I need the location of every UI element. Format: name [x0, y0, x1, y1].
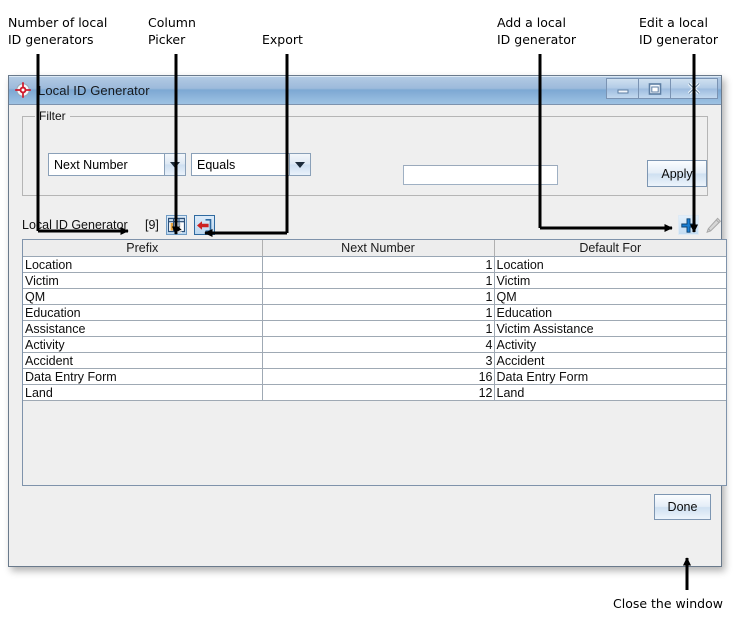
cell-next-number[interactable]: 3 — [262, 352, 495, 369]
cell-default-for[interactable]: Education — [494, 304, 726, 321]
cell-prefix[interactable]: Land — [23, 384, 263, 401]
dialog-client-area: Filter Next Number Equals Apply Local ID… — [9, 105, 727, 566]
filter-field-value: Next Number — [49, 154, 164, 175]
cell-prefix[interactable]: Location — [23, 256, 263, 273]
list-toolbar: Local ID Generator [9] — [22, 215, 722, 237]
annotation-label-add: Add a local ID generator — [497, 15, 577, 47]
cell-default-for[interactable]: Victim Assistance — [494, 320, 726, 337]
cell-default-for[interactable]: Victim — [494, 272, 726, 289]
cell-default-for[interactable]: Data Entry Form — [494, 368, 726, 385]
cell-prefix[interactable]: Activity — [23, 336, 263, 353]
cell-next-number[interactable]: 1 — [262, 304, 495, 321]
annotation-label-count: Number of local ID generators — [8, 15, 108, 47]
window-title-bar[interactable]: Local ID Generator — [9, 76, 721, 105]
column-header-next-number[interactable]: Next Number — [262, 240, 495, 257]
edit-generator-button[interactable] — [703, 215, 724, 235]
filter-legend: Filter — [35, 109, 70, 123]
cell-default-for[interactable]: Activity — [494, 336, 726, 353]
annotation-label-close: Close the window — [613, 596, 723, 611]
minimize-button[interactable] — [606, 78, 639, 99]
target-crosshair-icon — [14, 81, 32, 99]
export-arrow-icon — [197, 218, 212, 232]
cell-default-for[interactable]: Location — [494, 256, 726, 273]
window-title: Local ID Generator — [38, 82, 150, 98]
cell-default-for[interactable]: QM — [494, 288, 726, 305]
toolbar-title: Local ID Generator — [22, 218, 128, 232]
cell-next-number[interactable]: 16 — [262, 368, 495, 385]
chevron-down-icon[interactable] — [289, 154, 310, 175]
table-header-row: Prefix Next Number Default For — [23, 240, 726, 257]
filter-operator-select[interactable]: Equals — [191, 153, 311, 176]
cell-prefix[interactable]: Data Entry Form — [23, 368, 263, 385]
plus-icon — [681, 217, 696, 233]
cell-prefix[interactable]: Victim — [23, 272, 263, 289]
chevron-down-icon[interactable] — [164, 154, 185, 175]
cell-next-number[interactable]: 1 — [262, 256, 495, 273]
filter-value-input[interactable] — [403, 165, 558, 185]
minimize-icon — [617, 89, 628, 93]
column-picker-icon — [168, 217, 185, 233]
column-picker-button[interactable] — [166, 215, 187, 235]
column-header-prefix[interactable]: Prefix — [23, 240, 263, 257]
close-button[interactable] — [670, 78, 718, 99]
cell-default-for[interactable]: Land — [494, 384, 726, 401]
generator-count-badge: [9] — [145, 218, 159, 232]
maximize-button[interactable] — [638, 78, 671, 99]
cell-prefix[interactable]: QM — [23, 288, 263, 305]
cell-next-number[interactable]: 12 — [262, 384, 495, 401]
cell-next-number[interactable]: 1 — [262, 272, 495, 289]
annotation-label-column-picker: Column Picker — [148, 15, 196, 47]
cell-prefix[interactable]: Education — [23, 304, 263, 321]
maximize-icon — [648, 82, 661, 95]
cell-default-for[interactable]: Accident — [494, 352, 726, 369]
cell-prefix[interactable]: Accident — [23, 352, 263, 369]
cell-prefix[interactable]: Assistance — [23, 320, 263, 337]
add-generator-button[interactable] — [678, 215, 699, 235]
apply-button[interactable]: Apply — [647, 160, 707, 187]
filter-field-select[interactable]: Next Number — [48, 153, 186, 176]
cell-next-number[interactable]: 1 — [262, 288, 495, 305]
pencil-icon — [706, 217, 722, 233]
export-button[interactable] — [194, 215, 215, 235]
done-button[interactable]: Done — [654, 494, 711, 520]
close-icon — [687, 82, 701, 95]
cell-next-number[interactable]: 1 — [262, 320, 495, 337]
annotation-label-export: Export — [262, 32, 303, 47]
annotation-label-edit: Edit a local ID generator — [639, 15, 719, 47]
filter-group-box: Filter Next Number Equals Apply — [22, 109, 708, 196]
local-id-generator-dialog: Local ID Generator — [8, 75, 727, 567]
column-header-default-for[interactable]: Default For — [494, 240, 726, 257]
filter-operator-value: Equals — [192, 154, 289, 175]
cell-next-number[interactable]: 4 — [262, 336, 495, 353]
window-controls — [606, 78, 718, 100]
